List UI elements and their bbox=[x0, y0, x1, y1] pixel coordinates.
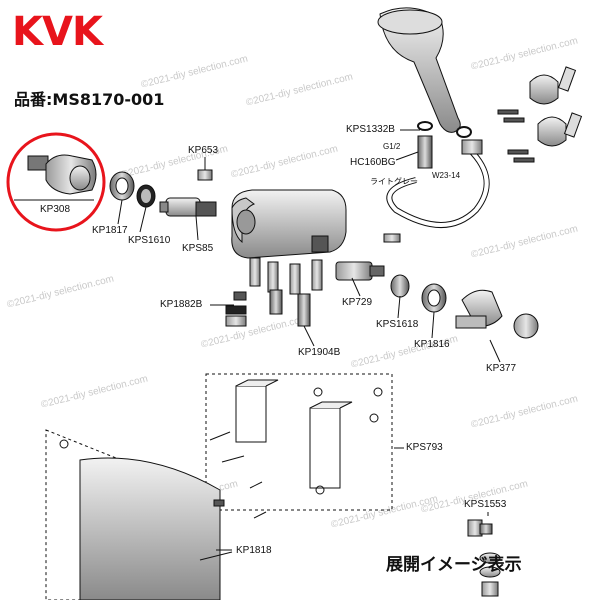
wall-hanger-lower bbox=[537, 112, 583, 147]
cartridge-kps85 bbox=[159, 197, 217, 241]
part-label-kp1882b: KP1882B bbox=[160, 299, 203, 310]
valve-body bbox=[231, 189, 347, 295]
part-label-kp1816: KP1816 bbox=[414, 339, 450, 350]
shower-hose bbox=[386, 121, 490, 228]
wall-hanger-upper bbox=[529, 66, 577, 105]
part-label-w2314: W23-14 bbox=[432, 171, 461, 180]
fitting-kp729 bbox=[335, 261, 385, 281]
bracket-kps793 bbox=[205, 373, 393, 519]
part-label-kps85: KPS85 bbox=[182, 243, 214, 254]
part-label-kps793: KPS793 bbox=[406, 442, 443, 453]
check-valves bbox=[225, 289, 311, 327]
highlight-ring bbox=[6, 132, 106, 232]
elbow-kps1553 bbox=[467, 519, 501, 597]
part-label-kp729: KP729 bbox=[342, 297, 373, 308]
nut-kps1618 bbox=[390, 274, 410, 298]
shower-head bbox=[377, 7, 461, 133]
part-label-kps1610: KPS1610 bbox=[128, 235, 171, 246]
part-label-kp308: KP308 bbox=[40, 204, 71, 215]
part-label-kp377: KP377 bbox=[486, 363, 517, 374]
ring-kp1816 bbox=[421, 283, 447, 313]
cover-kp1818 bbox=[45, 429, 233, 600]
holder-kp377 bbox=[455, 289, 539, 339]
part-label-kp1817: KP1817 bbox=[92, 225, 128, 236]
part-label-kps1618: KPS1618 bbox=[376, 319, 419, 330]
ring-kp1817 bbox=[109, 171, 135, 225]
part-label-hc160bg: HC160BG bbox=[350, 157, 396, 168]
part-label-g12: G1/2 bbox=[383, 142, 401, 151]
oring-kps1610 bbox=[136, 184, 156, 233]
part-label-kp1904b: KP1904B bbox=[298, 347, 341, 358]
anchor-screws bbox=[497, 109, 535, 163]
expanded-view-note: 展開イメージ表示 bbox=[386, 555, 522, 575]
part-label-kps1332b: KPS1332B bbox=[346, 124, 395, 135]
part-label-kp1818: KP1818 bbox=[236, 545, 272, 556]
brand-logo: KVK bbox=[12, 9, 103, 55]
holder-kp308 bbox=[14, 154, 97, 201]
part-label-light-gray: ライトグレー bbox=[370, 177, 418, 186]
leader-lines bbox=[204, 129, 501, 551]
model-number: 品番:MS8170-001 bbox=[14, 90, 165, 109]
part-label-kps1553: KPS1553 bbox=[464, 499, 507, 510]
part-label-kp653: KP653 bbox=[188, 145, 219, 156]
screw-small bbox=[383, 233, 401, 243]
